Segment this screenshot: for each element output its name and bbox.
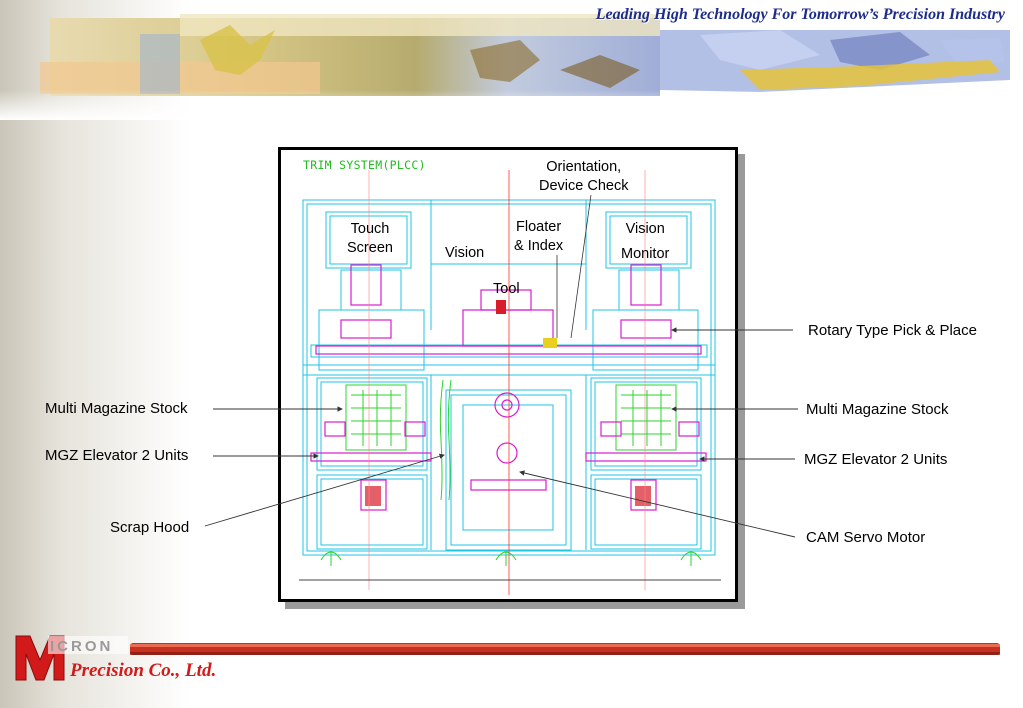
touch-screen-label-line2: Screen: [347, 240, 393, 256]
header-banner: [0, 14, 1023, 120]
vision-monitor-label: Vision Monitor: [621, 220, 669, 264]
system-title: TRIM SYSTEM(PLCC): [303, 158, 426, 172]
callout-magazine-stock-right: Multi Magazine Stock: [806, 401, 949, 418]
callout-rotary-pick-place: Rotary Type Pick & Place: [808, 322, 977, 339]
orientation-label-line1: Orientation,: [546, 159, 622, 175]
company-name: Precision Co., Ltd.: [70, 660, 217, 681]
floater-index-label: Floater & Index: [514, 218, 563, 256]
company-logo: [15, 635, 128, 681]
vision-monitor-label-line2: Monitor: [621, 246, 670, 262]
trim-system-drawing: TRIM SYSTEM(PLCC) Orientation, Device Ch…: [278, 147, 738, 602]
vision-label: Vision: [445, 245, 485, 261]
logo-wordmark: ICRON: [50, 638, 114, 655]
vision-monitor-label-line1: Vision: [625, 221, 665, 237]
footer-divider-bar: [130, 643, 1000, 655]
touch-screen-label-line1: Touch: [350, 221, 390, 237]
callout-mgz-elevator-left: MGZ Elevator 2 Units: [45, 447, 189, 464]
tool-label: Tool: [493, 281, 520, 297]
touch-screen-label: Touch Screen: [347, 220, 393, 258]
floater-label-line1: Floater: [516, 219, 562, 235]
machine-layout-drawing: [299, 170, 721, 595]
callout-magazine-stock-left: Multi Magazine Stock: [45, 400, 188, 417]
orientation-label: Orientation, Device Check: [539, 158, 628, 196]
tagline: Leading High Technology For Tomorrow’s P…: [595, 6, 1005, 23]
callout-scrap-hood: Scrap Hood: [110, 519, 190, 536]
callout-mgz-elevator-right: MGZ Elevator 2 Units: [804, 451, 948, 468]
floater-label-line2: & Index: [514, 238, 564, 254]
orientation-label-line2: Device Check: [539, 178, 629, 194]
callout-cam-servo-motor: CAM Servo Motor: [806, 529, 926, 546]
